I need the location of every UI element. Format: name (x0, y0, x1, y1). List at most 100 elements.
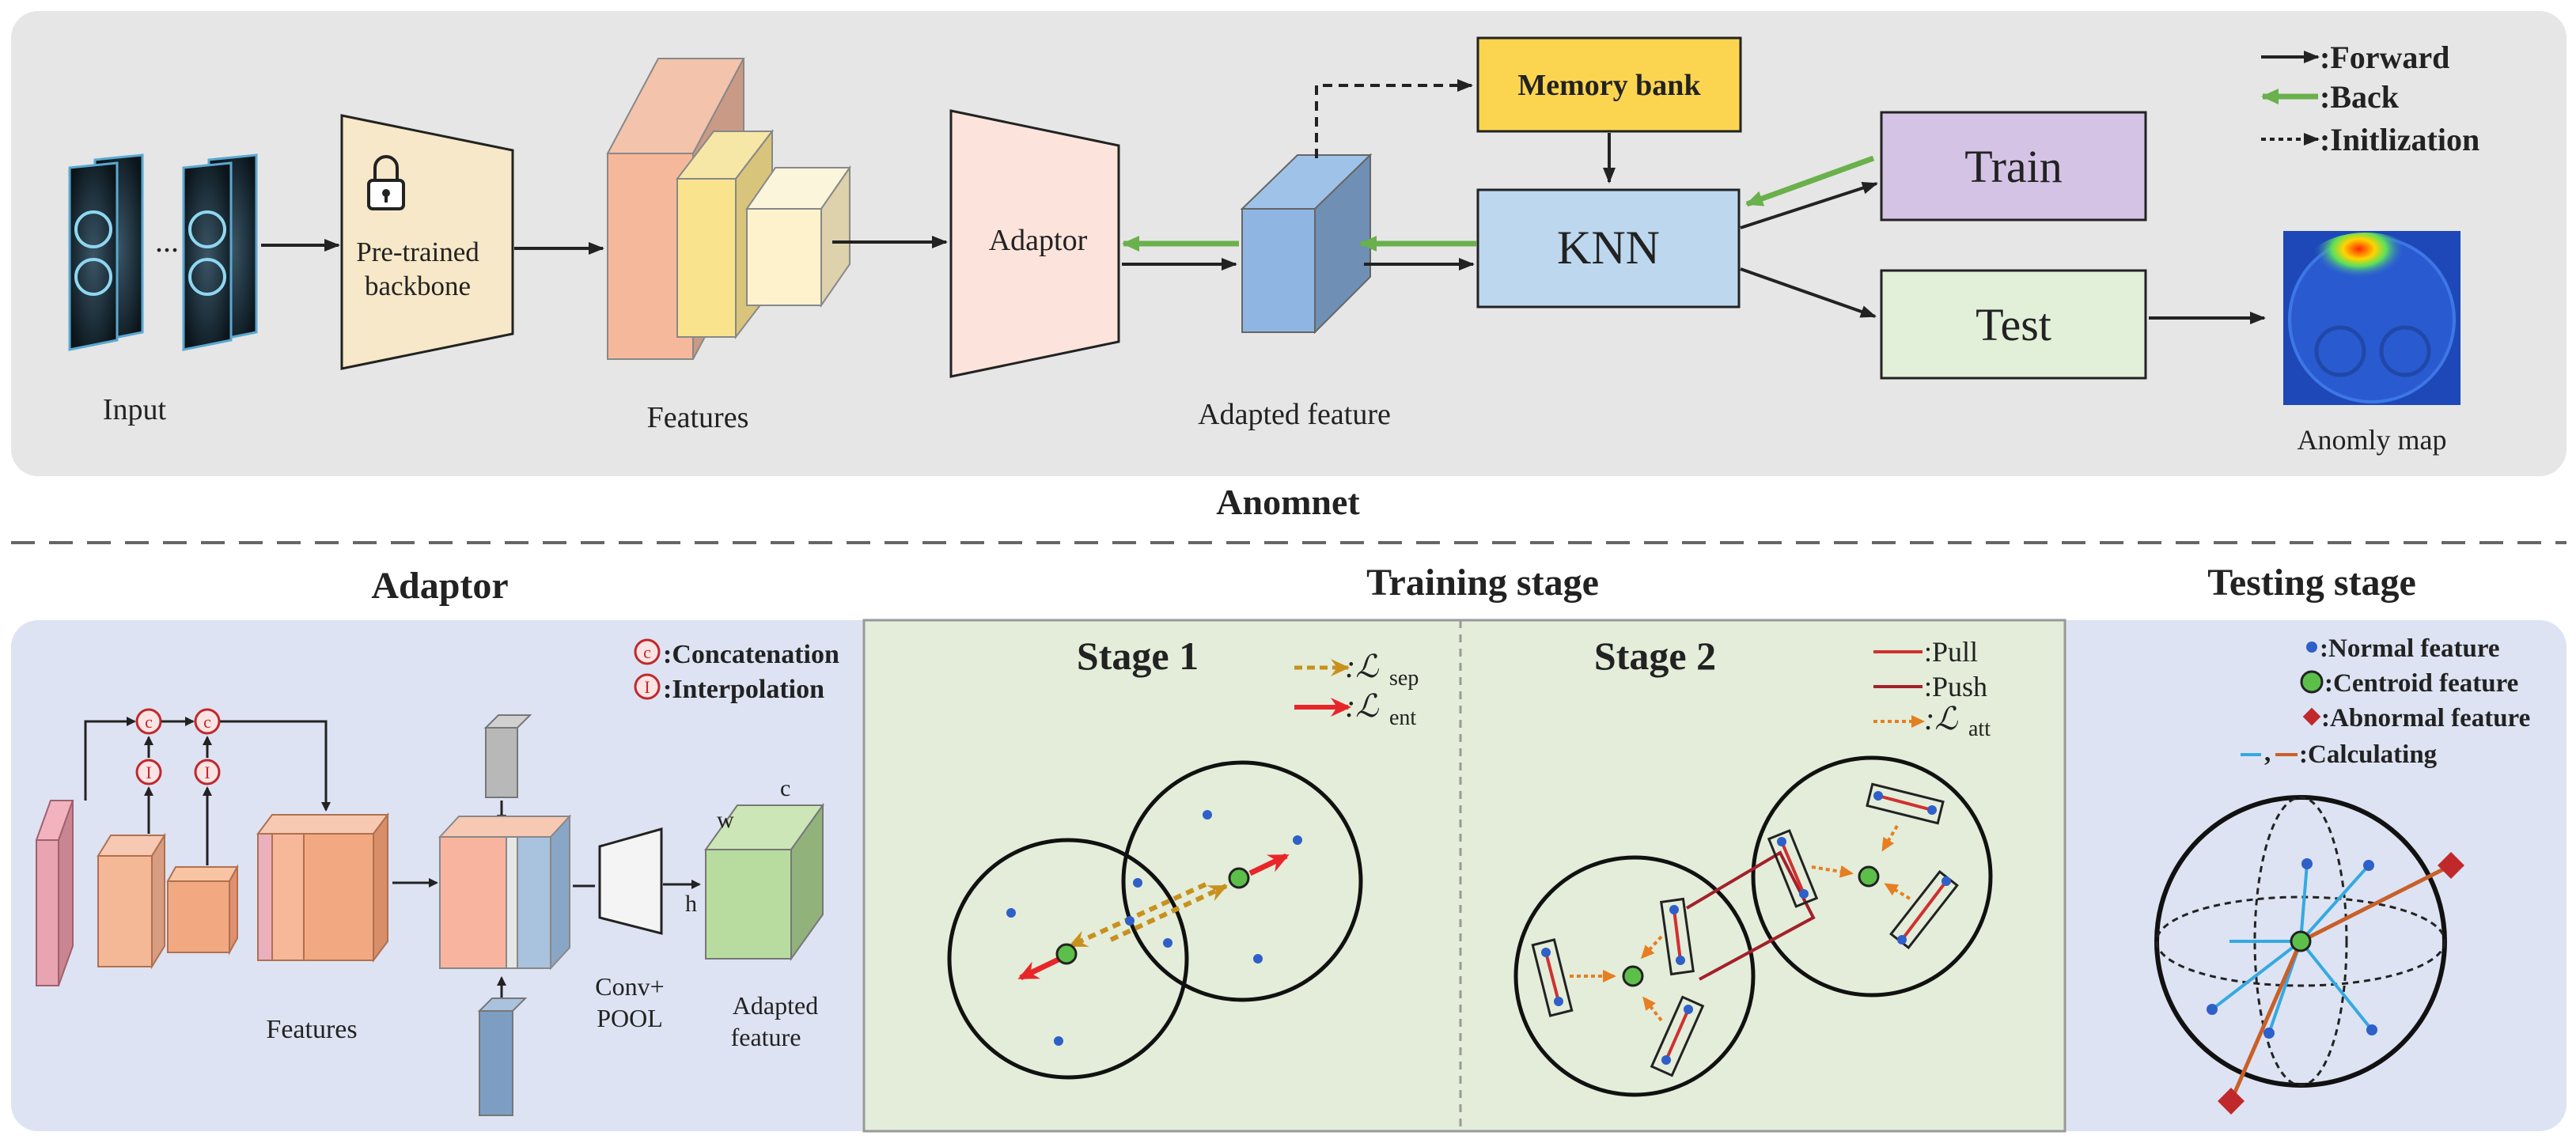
init-arrow-to-memory-bank (1315, 79, 1473, 158)
training-panel-background (862, 619, 2066, 1133)
arrow-knn-to-test (1740, 267, 1877, 318)
stage-2-title: Stage 2 (1594, 634, 1716, 678)
legend-sep-symbol: :ℒ (1345, 649, 1379, 684)
adaptor-block: Adaptor (949, 109, 1120, 378)
stage-1-points (1006, 810, 1302, 1046)
memory-bank-label: Memory bank (1517, 69, 1701, 102)
concat-icon (634, 638, 661, 665)
legend-calculating: :Calculating (2299, 740, 2438, 769)
multiscale-feature-blocks (35, 800, 239, 986)
interp-node-2-symbol: I (204, 763, 210, 782)
anomnet-pipeline-panel: ... Input Pre-trained backbone (11, 11, 2567, 476)
input-image-stack-2 (182, 153, 258, 351)
legend-push: :Push (1924, 671, 1987, 702)
adapted-feature-cube: Adapted feature (1198, 153, 1391, 431)
feature-sphere (2154, 795, 2464, 1115)
abnormal-point-bottom (2218, 1088, 2245, 1115)
stage-2: Stage 2 :Pull :Push :ℒ att (1513, 634, 1993, 1097)
adaptor-detail-panel: c :Concatenation I :Interpolation I (35, 638, 839, 1116)
legend-sep-subscript: sep (1389, 666, 1419, 691)
input-label: Input (103, 393, 167, 426)
pair-box-4 (1767, 829, 1819, 908)
sphere-centroid (2290, 930, 2312, 952)
knn-box: KNN (1476, 188, 1741, 309)
cluster-circle-left (947, 838, 1189, 1080)
adaptor-label: Adaptor (989, 224, 1088, 257)
interp-icon (634, 673, 661, 700)
pretrained-backbone: Pre-trained backbone (340, 114, 514, 370)
stage-2-centroid-right (1858, 865, 1880, 888)
train-label: Train (1964, 141, 2063, 192)
adaptor-wiring: I c I c (84, 708, 331, 865)
adapted-output-label-line2: feature (731, 1023, 801, 1051)
testing-stage-panel: :Normal feature :Centroid feature :Abnor… (2154, 634, 2530, 1115)
arrow-knn-to-train (1740, 181, 1878, 229)
sphere-normal-points (2207, 858, 2377, 1039)
stage-1: Stage 1 :ℒ sep :ℒ ent (947, 634, 1419, 1080)
legend-centroid-dot (2300, 670, 2324, 694)
legend-att-symbol: :ℒ (1924, 701, 1958, 736)
conv-label-line2: POOL (597, 1004, 663, 1032)
feature-block-medium (676, 178, 737, 338)
interp-node-2 (194, 759, 221, 785)
lock-icon (367, 155, 405, 210)
ent-arrow-right (1248, 853, 1290, 876)
anomnet-title: Anomnet (1216, 482, 1360, 522)
pair-box-6 (1889, 869, 1959, 950)
push-lines (1685, 850, 1816, 981)
legend-centroid: :Centroid feature (2324, 669, 2518, 698)
pair-box-3 (1650, 995, 1705, 1077)
fused-feature-block (438, 714, 572, 1116)
sep-arrow-right (1109, 884, 1228, 942)
legend-normal-dot (2306, 642, 2317, 653)
legend-interpolation: :Interpolation (663, 675, 824, 704)
anomaly-map-label: Anomly map (2298, 424, 2447, 456)
conv-pool-block: Conv+ POOL (595, 827, 665, 1032)
adapted-feature-label: Adapted feature (1198, 398, 1391, 431)
ent-arrow-left (1017, 956, 1062, 981)
interp-node-1-symbol: I (146, 763, 151, 782)
backbone-label-line1: Pre-trained (356, 237, 479, 267)
testing-legend: :Normal feature :Centroid feature :Abnor… (2241, 634, 2530, 769)
adaptor-panel-title: Adaptor (371, 565, 508, 607)
legend-normal: :Normal feature (2320, 634, 2500, 663)
legend-ent-subscript: ent (1389, 706, 1416, 730)
pair-box-1 (1531, 938, 1574, 1017)
legend-abnormal-diamond (2302, 707, 2321, 726)
abnormal-point-top (2438, 852, 2464, 879)
memory-bank-box: Memory bank (1476, 36, 1742, 133)
dim-w-label: w (717, 807, 734, 833)
stage-2-circle-right (1751, 755, 1993, 997)
input-images: ... Input (68, 153, 258, 426)
test-box: Test (1880, 269, 2147, 380)
concat-node-1 (135, 708, 162, 735)
training-stage-panel: Stage 1 :ℒ sep :ℒ ent (862, 619, 2066, 1133)
calc-lines-normal (2210, 863, 2373, 1034)
sphere-meridian (2253, 796, 2348, 1087)
back-arrow-train-to-knn (1745, 155, 1875, 207)
concat-node-2-symbol: c (203, 712, 211, 732)
stage-1-title: Stage 1 (1077, 634, 1199, 678)
train-box: Train (1880, 111, 2147, 221)
centroid-right (1228, 867, 1250, 889)
att-arrows (1570, 824, 1911, 1022)
adapted-output-label-line1: Adapted (733, 991, 818, 1020)
input-ellipsis: ... (155, 223, 179, 259)
conv-label-line1: Conv+ (595, 972, 664, 1001)
legend-back: :Back (2320, 79, 2400, 115)
top-legend: :Forward :Back :Initlization (2261, 40, 2479, 157)
legend-abnormal: :Abnormal feature (2321, 704, 2530, 732)
concat-node-2 (194, 708, 221, 735)
pair-box-5 (1866, 782, 1945, 825)
concat-node-1-symbol: c (145, 712, 153, 732)
stage-2-circle-left (1513, 855, 1756, 1097)
sphere-equator (2155, 895, 2446, 987)
feature-block-small (746, 208, 822, 306)
legend-ent-symbol: :ℒ (1345, 688, 1379, 724)
adapted-output-cube: w c h Adapted feature (685, 775, 824, 1051)
dim-h-label: h (685, 891, 697, 917)
legend-pull: :Pull (1924, 636, 1978, 668)
legend-calc-comma: , (2264, 739, 2271, 767)
centroid-left (1055, 943, 1078, 965)
cluster-circle-right (1121, 760, 1363, 1002)
